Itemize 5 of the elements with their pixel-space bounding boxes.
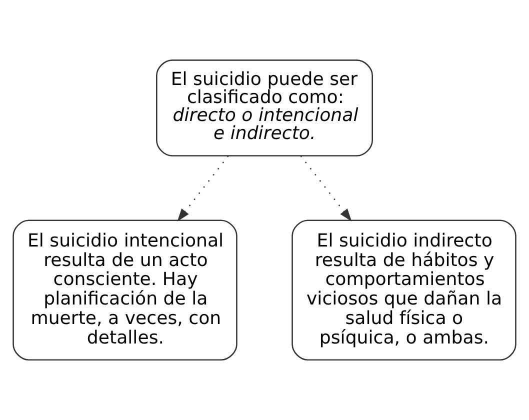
node-box: El suicidio indirecto resulta de hábitos y comportamientos viciosos que dañan la salud física o psíquica, o ambas. <box>292 220 516 360</box>
arrow <box>177 156 229 222</box>
node-box: El suicidio intencional resulta de un acto consciente. Hay planificación de la muerte, a veces, con detalles. <box>12 220 238 360</box>
arrow <box>300 156 352 222</box>
node-box: El suicidio puede ser clasificado como: directo o intencional e indirecto. <box>156 60 373 156</box>
